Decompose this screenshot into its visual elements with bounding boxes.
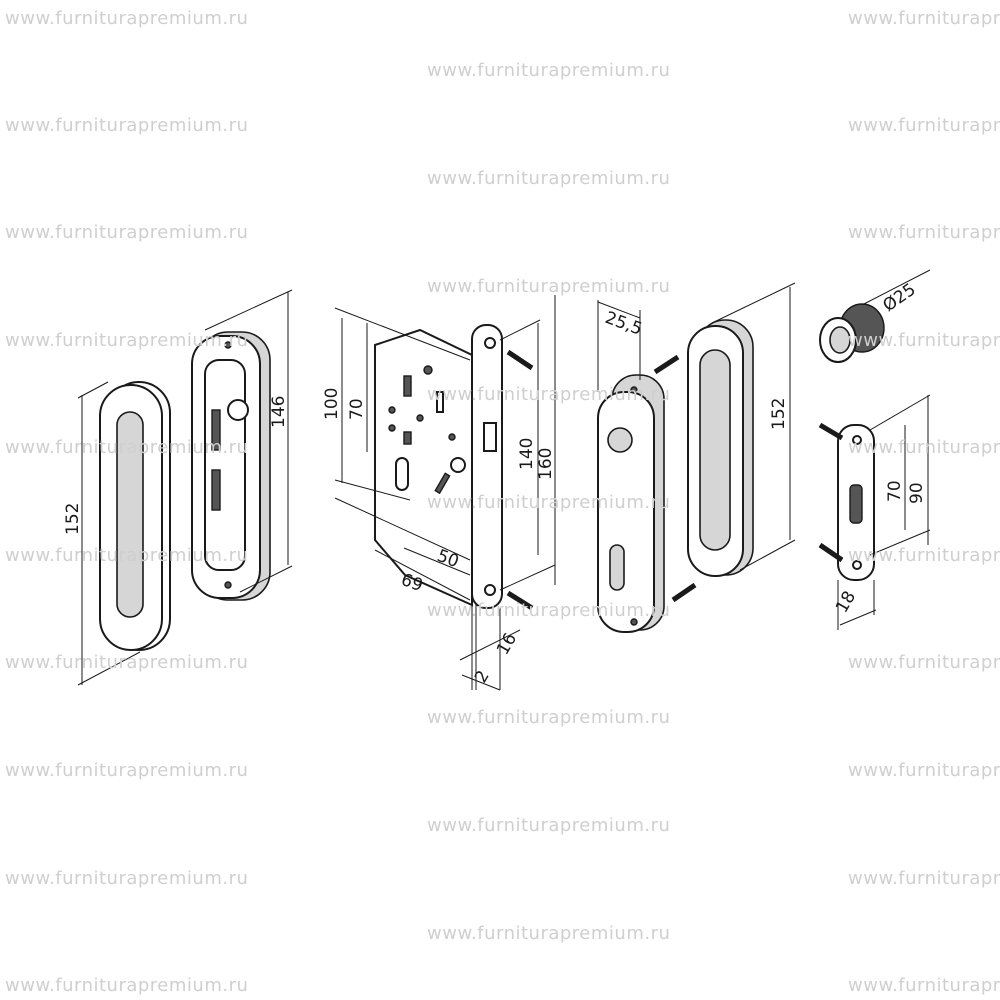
- right-handle-cover: 152: [687, 282, 796, 577]
- dim-plate-25-5: 25,5: [602, 308, 644, 340]
- strike-plate: 70 90 18: [818, 394, 931, 630]
- dim-ring-diameter: Ø25: [879, 280, 919, 316]
- finger-ring: Ø25: [819, 269, 931, 363]
- dim-left-handle-152: 152: [63, 503, 83, 535]
- dim-faceplate-160: 160: [536, 448, 556, 480]
- dim-faceplate-2: 2: [471, 667, 494, 686]
- pull-plate: 25,5: [597, 300, 697, 633]
- dim-strike-18: 18: [832, 588, 860, 617]
- dim-insert-146: 146: [269, 396, 289, 428]
- dim-faceplate-140: 140: [517, 438, 537, 470]
- dim-lock-70: 70: [347, 398, 367, 420]
- left-handle-insert: 146: [191, 289, 293, 601]
- mortise-lock: 100 70 50 69 140 160 16 2: [322, 295, 556, 691]
- dim-strike-70: 70: [885, 480, 905, 502]
- left-handle-cover: 152: [63, 381, 171, 686]
- dim-right-handle-152: 152: [769, 398, 789, 430]
- dim-strike-90: 90: [907, 482, 927, 504]
- dim-faceplate-16: 16: [493, 630, 521, 659]
- dim-lock-100: 100: [322, 388, 342, 420]
